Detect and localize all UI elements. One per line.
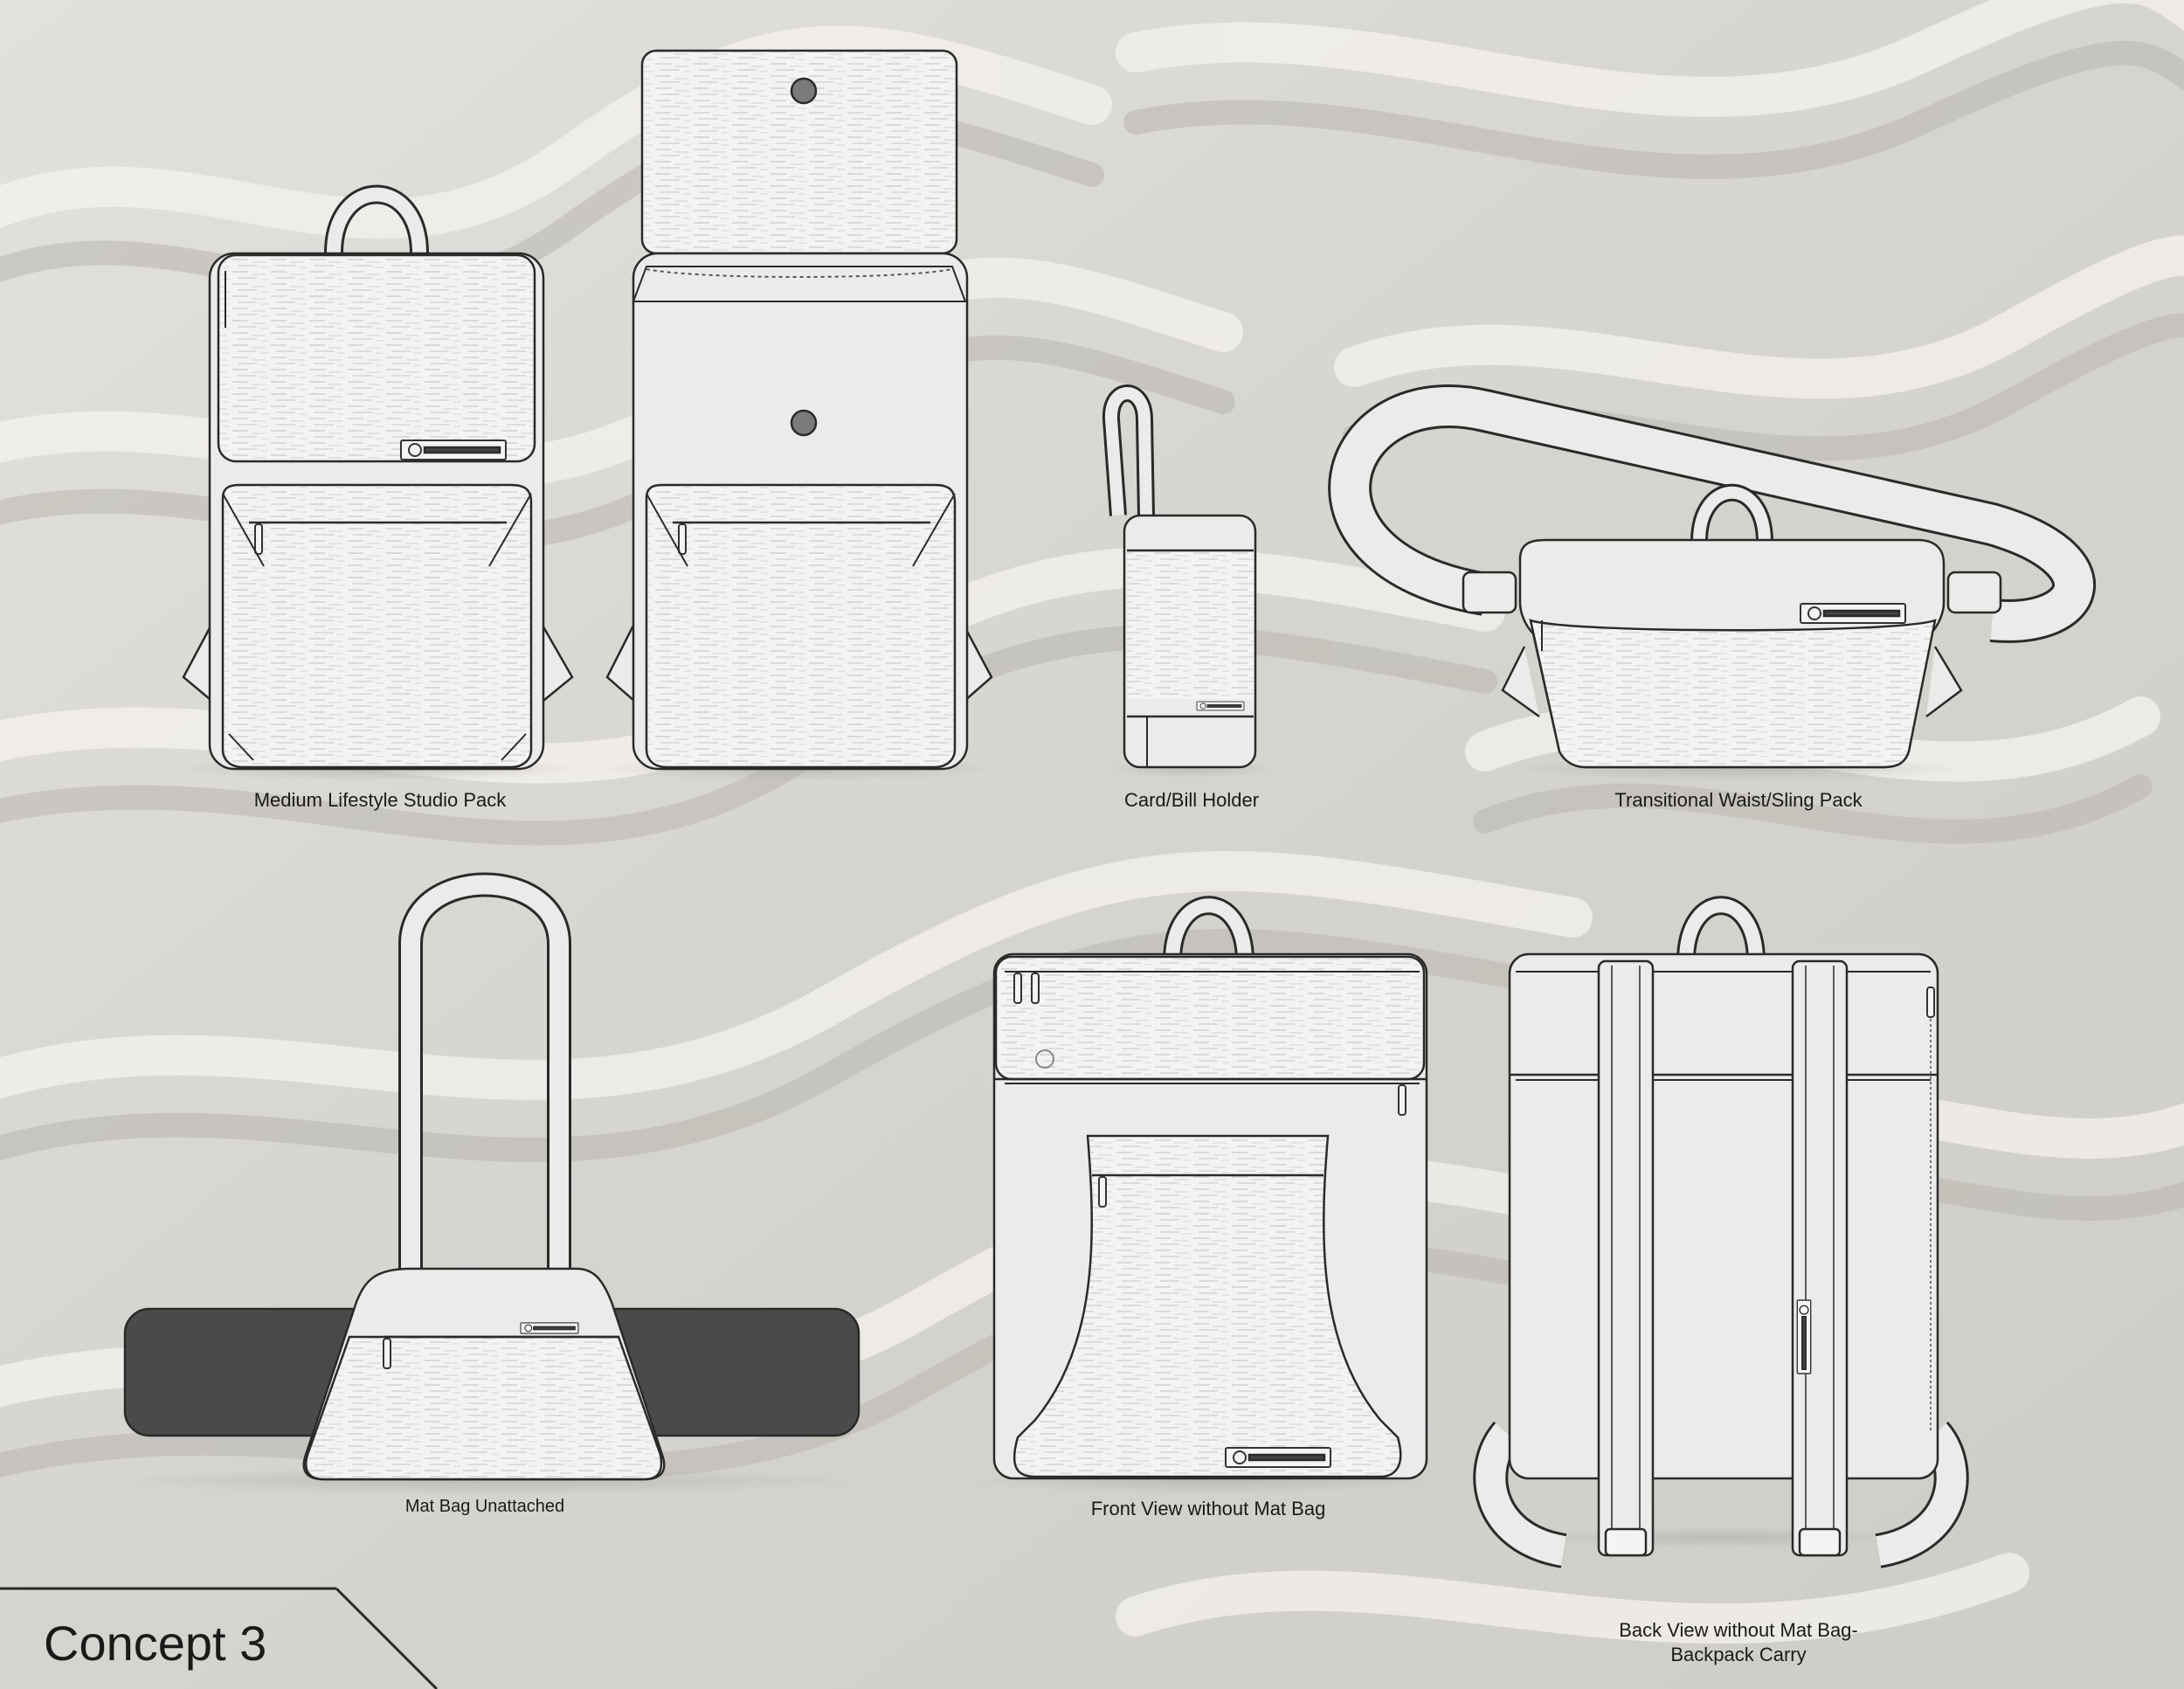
caption-front-view-without-mat-bag: Front View without Mat Bag xyxy=(1090,1498,1326,1519)
studio-pack-front-closed xyxy=(176,184,578,781)
front-view-without-mat-bag-drawing xyxy=(963,896,1452,1493)
waist-sling-pack-drawing xyxy=(1328,384,2096,781)
caption-transitional-waist-sling-pack: Transitional Waist/Sling Pack xyxy=(1614,789,1863,811)
card-bill-holder-drawing xyxy=(1102,384,1273,778)
back-view-without-mat-bag-drawing xyxy=(1473,896,1969,1568)
board-title: Concept 3 xyxy=(44,1616,267,1671)
studio-pack-flap-open xyxy=(598,49,1000,781)
caption-mat-bag-unattached: Mat Bag Unattached xyxy=(404,1497,565,1516)
caption-back-view-line1: Back View without Mat Bag- xyxy=(1619,1619,1858,1641)
caption-back-view-without-mat-bag: Back View without Mat Bag- Backpack Carr… xyxy=(1619,1618,1858,1667)
caption-card-bill-holder: Card/Bill Holder xyxy=(1123,789,1260,811)
caption-back-view-line2: Backpack Carry xyxy=(1670,1644,1807,1665)
mat-bag-unattached-drawing xyxy=(105,872,874,1495)
title-rule xyxy=(0,1587,439,1689)
caption-medium-lifestyle-studio-pack: Medium Lifestyle Studio Pack xyxy=(253,789,507,811)
